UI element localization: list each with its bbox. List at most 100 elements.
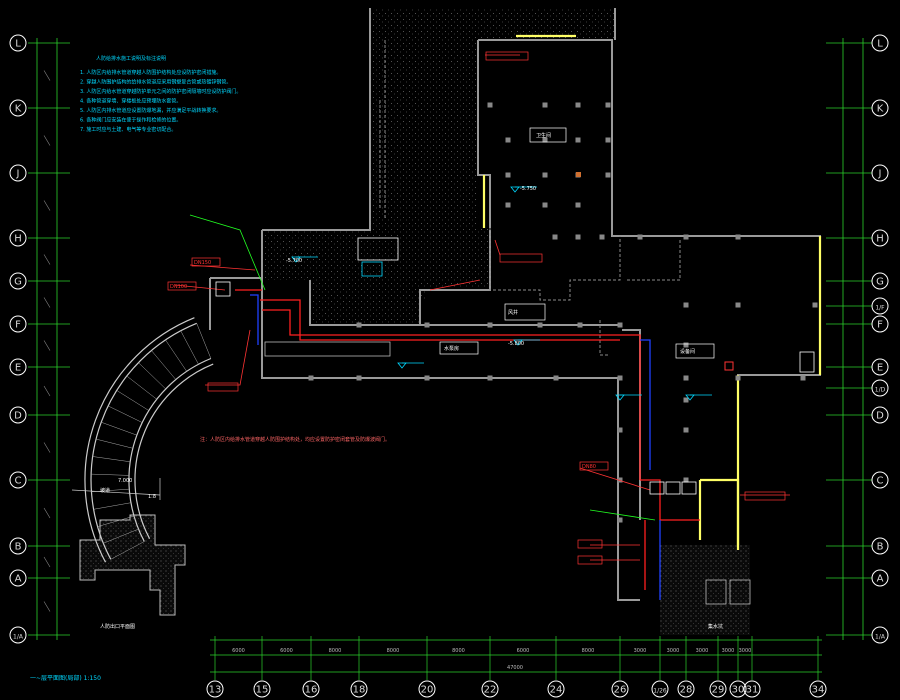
row-label-right: H: [876, 234, 884, 245]
ramp-stripe: [138, 362, 166, 390]
ramp: [71, 317, 214, 563]
col-label: 20: [421, 685, 434, 696]
row-dim-tick: [43, 254, 51, 265]
pipes: [235, 289, 700, 600]
column-marked: [724, 361, 734, 371]
col-label: 15: [256, 685, 269, 696]
dim-value: 8000: [329, 648, 342, 654]
ramp-stripe: [95, 438, 133, 449]
dim-value: 8000: [582, 648, 595, 654]
row-label-left: B: [15, 542, 22, 553]
room-shaft: 风井: [508, 309, 518, 316]
col-bubble: [350, 680, 368, 698]
equipment: [215, 237, 815, 605]
ramp-stripe: [97, 515, 135, 527]
column: [617, 322, 623, 328]
col-bubble: [418, 680, 436, 698]
ramp-stripe: [126, 375, 157, 400]
row-bubble-right: [871, 34, 889, 52]
col-label: 1/26: [653, 688, 667, 695]
column: [575, 202, 581, 208]
column: [505, 202, 511, 208]
dim-value: 8000: [452, 648, 465, 654]
column: [683, 427, 689, 433]
column: [617, 517, 623, 523]
row-bubble-left: [9, 164, 27, 182]
column: [487, 375, 493, 381]
row-bubble-left: [9, 34, 27, 52]
col-label: 22: [484, 685, 497, 696]
column: [683, 234, 689, 240]
row-dim-tick: [43, 70, 51, 81]
row-label-left: H: [14, 234, 22, 245]
column: [683, 375, 689, 381]
row-label-left: E: [15, 363, 21, 374]
col-label: 16: [305, 685, 318, 696]
row-label-right: F: [877, 320, 883, 331]
row-label-right: J: [878, 169, 882, 180]
ramp-stripe: [101, 421, 137, 436]
column: [577, 322, 583, 328]
row-bubble-right: [871, 537, 889, 555]
row-label-left: G: [14, 277, 22, 288]
column: [542, 102, 548, 108]
dim-value: 6000: [232, 648, 245, 654]
row-bubble-right: [871, 99, 889, 117]
col-label: 34: [812, 685, 825, 696]
row-label-right: D: [876, 411, 884, 422]
column: [308, 375, 314, 381]
column: [575, 102, 581, 108]
col-label: 13: [209, 685, 222, 696]
dim-total: 47000: [507, 665, 523, 671]
column: [356, 375, 362, 381]
column: [553, 375, 559, 381]
ramp-inner-arc: [134, 363, 214, 539]
row-dim-tick: [43, 507, 51, 519]
col-bubble: [677, 680, 695, 698]
column: [542, 137, 548, 143]
row-bubble-left: [9, 626, 27, 644]
pipe-label-water: DN100: [170, 284, 187, 290]
hatched-regions: [79, 8, 750, 635]
column: [617, 477, 623, 483]
row-label-right: 1/D: [875, 387, 886, 394]
column: [735, 234, 741, 240]
row-label-right: K: [877, 104, 884, 115]
column: [605, 172, 611, 178]
row-bubble-left: [9, 229, 27, 247]
col-bubble: [253, 680, 271, 698]
ramp-stripe: [165, 339, 187, 372]
column: [505, 137, 511, 143]
column: [683, 302, 689, 308]
dim-value: 3000: [696, 648, 709, 654]
row-bubble-right: [871, 569, 889, 587]
col-label: 26: [614, 685, 627, 696]
leader-lines: [174, 54, 790, 561]
ramp-stripe: [107, 405, 143, 423]
column: [812, 302, 818, 308]
column: [424, 322, 430, 328]
col-bubble: [729, 680, 747, 698]
level-triangle: [510, 186, 520, 193]
pipe-label-fire: DN150: [194, 260, 211, 266]
col-label: 31: [746, 685, 759, 696]
column: [487, 102, 493, 108]
col-bubble: [743, 680, 761, 698]
row-dim-tick: [43, 340, 51, 351]
col-bubble: [651, 680, 669, 698]
row-bubble-right: [871, 164, 889, 182]
col-bubble: [481, 680, 499, 698]
room-pump: 水泵房: [444, 345, 459, 352]
dim-value: 3000: [739, 648, 752, 654]
text-labels: 坡道 1:8 7.000 人防出口平面图 注：人防区内给排水管道穿越人防围护结构…: [30, 132, 723, 682]
column: [683, 477, 689, 483]
col-bubble: [611, 680, 629, 698]
room-tank: 集水坑: [708, 623, 723, 630]
column: [617, 427, 623, 433]
room-equipment: 设备间: [680, 348, 695, 355]
ramp-outer-arc: [84, 317, 195, 563]
col-label: 29: [712, 685, 725, 696]
